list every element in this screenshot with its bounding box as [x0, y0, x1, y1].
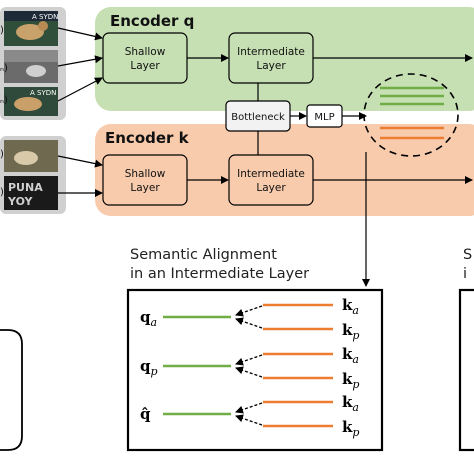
alignment-caption-line-1: Semantic Alignment [130, 247, 277, 263]
q-input-image-2 [4, 50, 58, 83]
query-label: qp [140, 357, 158, 378]
key-label-a-subscript: a [352, 401, 359, 414]
query-label-subscript: p [151, 365, 158, 378]
k-input-image-2-text-b: YOY [7, 195, 34, 208]
encoder-q-shallow-layer [102, 32, 188, 84]
encoder-k-intermediate-label-2: Layer [256, 182, 286, 194]
key-label-a: ka [342, 296, 359, 317]
encoder-q-shallow-label-1: Shallow [125, 46, 166, 58]
arrow-q-input-3 [57, 77, 103, 102]
alignment-row: qp ka kp [140, 345, 359, 391]
arrow-q-input-1 [57, 27, 103, 41]
q-input-image-3-text: A SYDN [30, 89, 56, 97]
encoder-k-title: Encoder k [105, 129, 190, 147]
key-label-a: ka [342, 345, 359, 366]
key-label-p-subscript: p [352, 329, 359, 342]
right-partial-box [458, 288, 474, 452]
alignment-row: q̂ ka kp [140, 393, 359, 439]
encoder-q-intermediate-label-2: Layer [256, 60, 286, 72]
alignment-arrow-ka [235, 354, 263, 366]
q-input-image-1-text: A SYDN [32, 13, 58, 21]
alignment-arrow-kp [235, 366, 263, 378]
mlp-label: MLP [314, 112, 334, 123]
key-label-a-subscript: a [352, 304, 359, 317]
query-label: qa [140, 308, 157, 329]
key-label-p: kp [342, 418, 359, 439]
k-input-label-1: ) [0, 149, 4, 160]
right-caption-line-1: S [463, 247, 472, 263]
key-label-p-subscript: p [352, 378, 359, 391]
alignment-row: qa ka kp [140, 296, 359, 342]
q-input-label-2: ₙ) [0, 63, 8, 74]
k-input-image-2-text: PUNA [8, 181, 43, 194]
k-input-image-2: PUNA YOY [4, 176, 58, 210]
key-label-a-subscript: a [352, 353, 359, 366]
encoder-k-intermediate-layer [228, 154, 314, 206]
q-input-label-3: ₙ) [0, 95, 8, 106]
query-label-subscript: a [151, 316, 158, 329]
encoder-k-shallow-layer [102, 154, 188, 206]
encoder-q-intermediate-layer [228, 32, 314, 84]
key-label-a: ka [342, 393, 359, 414]
key-label-p: kp [342, 370, 359, 391]
right-caption-line-2: i [463, 266, 467, 282]
alignment-arrow-kp [235, 414, 263, 426]
encoder-k-intermediate-label-1: Intermediate [237, 168, 305, 180]
q-input-image-3: A SYDN [4, 87, 58, 116]
alignment-arrow-ka [235, 305, 263, 317]
arrow-q-input-2 [57, 55, 103, 67]
feature-ellipse [363, 73, 459, 157]
alignment-arrow-ka [235, 402, 263, 414]
alignment-caption-line-2: in an Intermediate Layer [130, 266, 309, 282]
key-label-p-subscript: p [352, 426, 359, 439]
k-feature-lines [380, 126, 444, 140]
left-partial-box [0, 329, 23, 451]
bottleneck-label: Bottleneck [231, 112, 285, 123]
q-input-image-1: A SYDN [4, 11, 58, 46]
encoder-q-title: Encoder q [110, 12, 194, 30]
q-feature-lines [380, 86, 444, 106]
encoder-k-shallow-label-1: Shallow [125, 168, 166, 180]
k-input-image-1 [4, 140, 58, 172]
encoder-q-intermediate-label-1: Intermediate [237, 46, 305, 58]
encoder-q-shallow-label-2: Layer [130, 60, 160, 72]
alignment-arrow-kp [235, 317, 263, 329]
k-input-label-2: ) [0, 187, 4, 198]
q-input-label-1: ) [0, 25, 4, 36]
encoder-k-shallow-label-2: Layer [130, 182, 160, 194]
arrow-k-input-1 [57, 155, 103, 168]
key-label-p: kp [342, 321, 359, 342]
query-label: q̂ [140, 405, 151, 423]
